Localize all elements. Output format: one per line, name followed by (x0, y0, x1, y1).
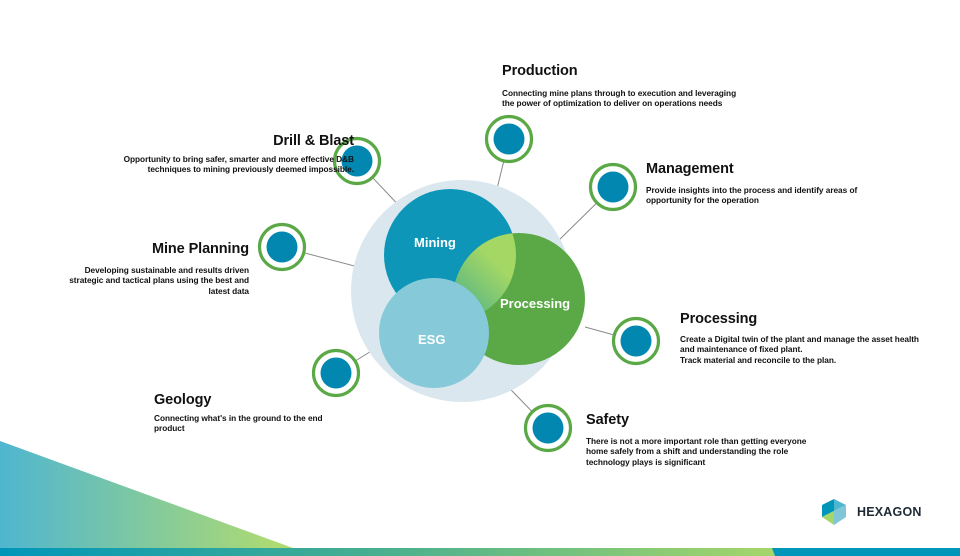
node-title: Mine Planning (152, 241, 249, 257)
node-processing: Processing Create a Digital twin of the … (680, 311, 919, 365)
node-title: Safety (586, 412, 629, 428)
node-desc-line: There is not a more important role than … (586, 436, 807, 446)
node-circle-icon (493, 123, 525, 155)
node-title: Geology (154, 392, 212, 408)
node-icon-safety[interactable] (523, 403, 573, 453)
node-desc-line: Track material and reconcile to the plan… (680, 354, 837, 365)
node-safety: Safety There is not a more important rol… (586, 412, 806, 467)
brand-logo: HEXAGON (852, 505, 922, 519)
node-title: Management (646, 161, 734, 177)
node-icon-mine-planning[interactable] (257, 222, 307, 272)
node-desc-line: home safely from a shift and understandi… (586, 446, 789, 457)
node-desc-line: technology plays is significant (586, 456, 706, 467)
node-desc-line: Developing sustainable and results drive… (84, 265, 249, 275)
venn-label-processing: Processing (500, 296, 571, 311)
node-desc-line: the power of optimization to deliver on … (502, 98, 723, 109)
node-circle-icon (597, 171, 629, 203)
decorative-triangle (0, 441, 293, 548)
node-desc-line: techniques to mining previously deemed i… (147, 164, 354, 175)
venn-label-mining: Mining (414, 235, 456, 250)
node-icon-management[interactable] (588, 162, 638, 212)
node-title: Drill & Blast (273, 133, 354, 149)
node-management: Management Provide insights into the pro… (646, 161, 857, 206)
node-drill-blast: Drill & Blast Opportunity to bring safer… (124, 133, 354, 175)
node-desc-line: Connecting what's in the ground to the e… (154, 413, 323, 423)
venn-overlap (453, 233, 516, 321)
node-icon-processing[interactable] (611, 316, 661, 366)
node-desc-line: Connecting mine plans through to executi… (502, 88, 737, 98)
venn-label-esg: ESG (418, 332, 446, 347)
node-mine-planning: Mine Planning Developing sustainable and… (69, 241, 249, 296)
node-desc-line: and maintenance of fixed plant. (680, 344, 803, 355)
node-desc-line: latest data (208, 285, 250, 296)
node-title: Processing (680, 311, 758, 327)
node-desc-line: opportunity for the operation (646, 195, 759, 206)
venn-circle-esg[interactable] (379, 278, 489, 388)
hexagon-logo-icon (822, 499, 846, 525)
node-circle-icon (532, 412, 564, 444)
node-circle-icon (341, 145, 373, 177)
node-circle-icon (320, 357, 352, 389)
node-desc-line: Provide insights into the process and id… (646, 185, 858, 195)
bottom-bar-blue (772, 548, 960, 556)
node-circle-icon (620, 325, 652, 357)
bottom-bar-gradient (0, 548, 775, 556)
node-circle-icon (266, 231, 298, 263)
node-geology: Geology Connecting what's in the ground … (154, 392, 323, 434)
node-icon-production[interactable] (484, 114, 534, 164)
brand-name: HEXAGON (857, 505, 922, 519)
node-production: Production Connecting mine plans through… (502, 63, 736, 109)
node-desc-line: product (154, 423, 185, 434)
node-desc-line: Create a Digital twin of the plant and m… (680, 334, 919, 344)
node-icon-geology[interactable] (311, 348, 361, 398)
node-icon-drill-blast[interactable] (332, 136, 382, 186)
node-desc-line: Opportunity to bring safer, smarter and … (123, 154, 354, 164)
node-desc-line: strategic and tactical plans using the b… (69, 275, 249, 286)
node-title: Production (502, 63, 578, 79)
